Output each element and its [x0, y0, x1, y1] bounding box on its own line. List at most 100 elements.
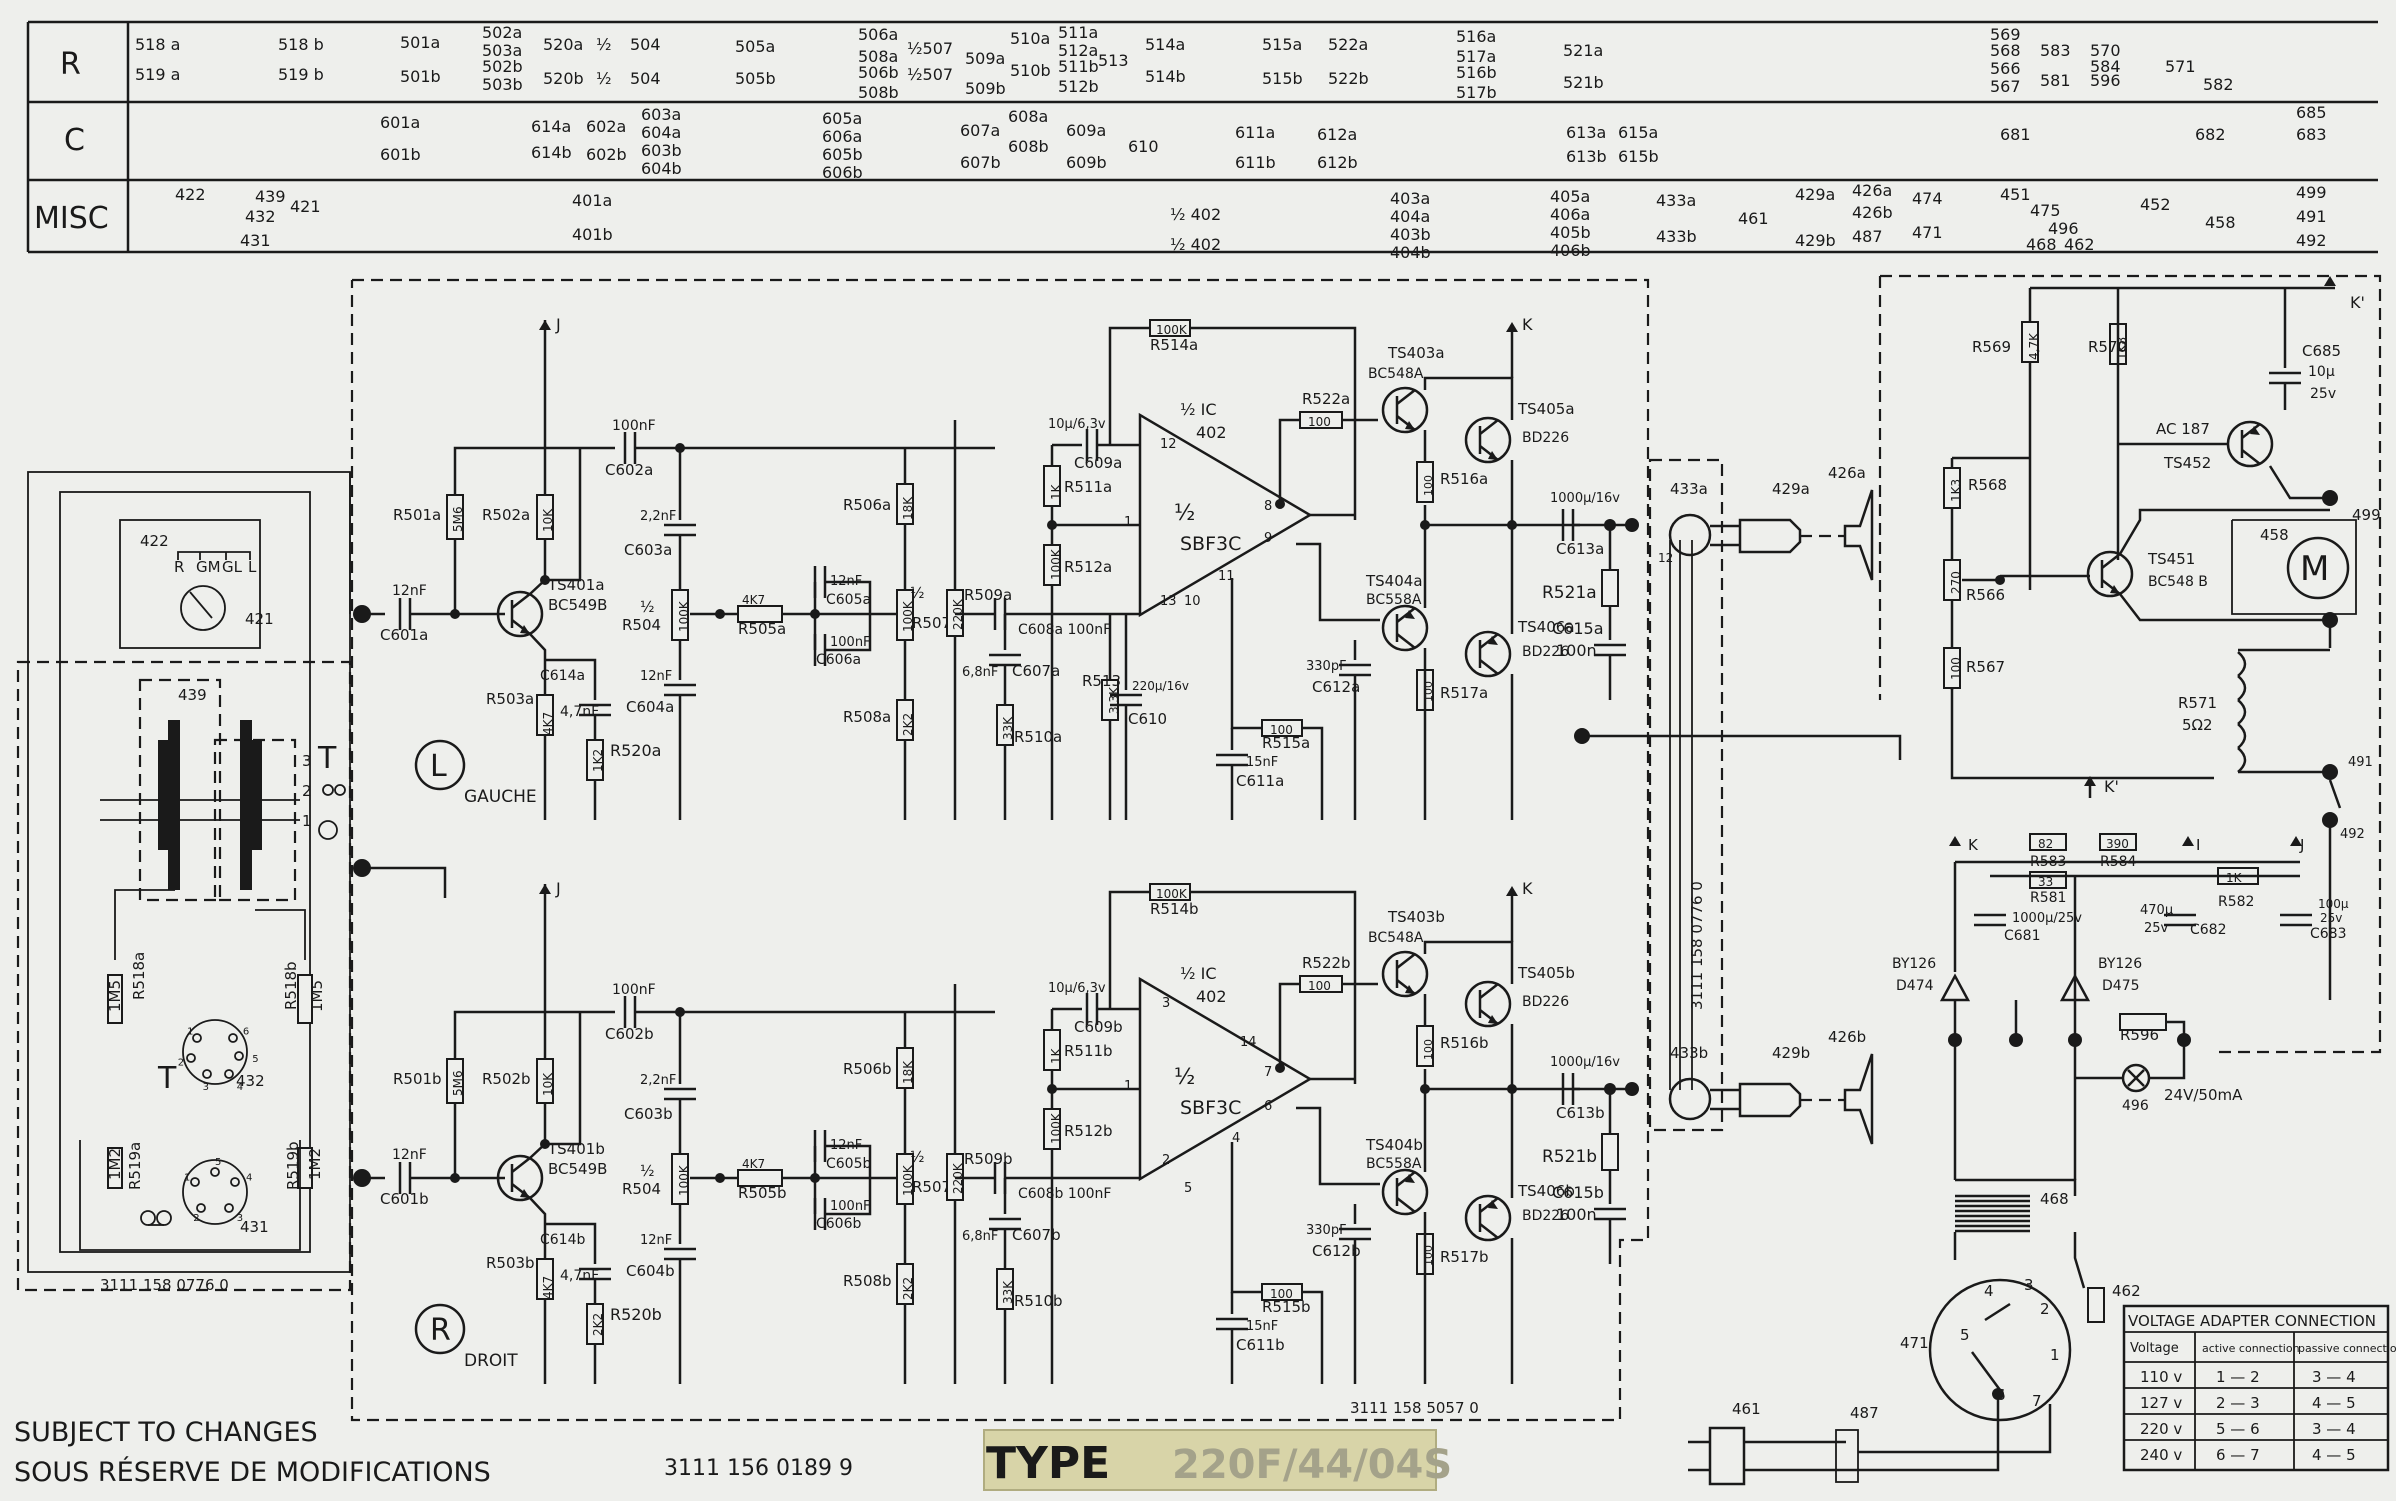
label: 390 — [2106, 837, 2129, 851]
label: 433b — [1670, 1044, 1708, 1062]
label: 3 — [237, 1213, 243, 1224]
din-pin — [210, 1167, 220, 1177]
part-ref-2: 426a — [1852, 181, 1892, 200]
part-ref-1: 613b — [1566, 147, 1607, 166]
speaker-426 — [1843, 1053, 1874, 1145]
label: C610 — [1128, 710, 1167, 728]
label: R510b — [1014, 1292, 1063, 1310]
part-ref-1: 610 — [1128, 137, 1159, 156]
type-label: TYPE — [986, 1438, 1110, 1489]
label: 220µ/16v — [1132, 679, 1189, 693]
channel-badge — [414, 1303, 466, 1355]
label: 4,7nF — [560, 1268, 599, 1284]
label: R514b — [1150, 900, 1199, 918]
label: 10µ — [2308, 364, 2335, 380]
label: GAUCHE — [464, 787, 537, 807]
label: R514a — [1150, 336, 1198, 354]
selector-tap: 1 — [2050, 1346, 2060, 1364]
wire — [1296, 1106, 1380, 1186]
din-pin — [230, 1177, 240, 1187]
wire — [1296, 542, 1380, 622]
label: 12nF — [640, 669, 672, 684]
resistor-r510 — [996, 704, 1014, 746]
label: K — [1522, 879, 1533, 898]
part-ref-0: 504 — [630, 69, 661, 88]
resistor-r511 — [1043, 1029, 1061, 1071]
label: C682 — [2190, 922, 2227, 938]
label: K' — [2350, 293, 2365, 312]
label: C602a — [605, 461, 653, 479]
label: R505a — [738, 620, 786, 638]
wire — [545, 1012, 582, 1146]
label: 25v — [2144, 921, 2169, 936]
part-ref-2: 429a — [1795, 185, 1835, 204]
resistor-r501 — [446, 494, 464, 540]
label: 2K2 — [901, 713, 915, 736]
part-ref-1: 685 — [2296, 103, 2327, 122]
label: R508a — [843, 708, 891, 726]
output-jack — [1668, 513, 1712, 557]
label: 5M6 — [451, 1070, 465, 1096]
part-ref-1: 681 — [2000, 125, 2031, 144]
selector-tap: 5 — [1960, 1326, 1970, 1344]
part-ref-2: 458 — [2205, 213, 2236, 232]
part-ref-0: 514a — [1145, 35, 1185, 54]
wire — [1423, 376, 1514, 420]
svg-text:R519a: R519a — [126, 1142, 144, 1190]
label: R517a — [1440, 684, 1488, 702]
vt-passive: 4 — 5 — [2312, 1394, 2356, 1412]
resistor-r583 — [2029, 833, 2067, 851]
part-ref-1: 609a — [1066, 121, 1106, 140]
label: 24V/50mA — [2164, 1086, 2243, 1104]
part-ref-0: 515a — [1262, 35, 1302, 54]
vt-active: 1 — 2 — [2216, 1368, 2260, 1386]
wire — [1108, 890, 1150, 1009]
part-ref-0: 583 — [2040, 41, 2071, 60]
label: 1K3 — [1949, 479, 1963, 502]
label: K — [1968, 836, 1979, 854]
label: 10µ/6,3v — [1048, 981, 1106, 996]
label: 100 — [1270, 1287, 1293, 1301]
label: TS451 — [2147, 550, 2195, 568]
label: DROIT — [464, 1351, 518, 1371]
wire — [1970, 1351, 2002, 1391]
label: C614a — [540, 668, 585, 684]
junction-dot — [1507, 1084, 1517, 1094]
label: M — [2300, 549, 2329, 589]
label: 5M6 — [451, 506, 465, 532]
part-ref-1: 608b — [1008, 137, 1049, 156]
label: C604a — [626, 698, 674, 716]
label: 100nF — [612, 418, 656, 434]
label: BY126 — [2098, 956, 2142, 972]
label: 2 — [1162, 1153, 1170, 1168]
label: R521a — [1542, 583, 1597, 603]
part-ref-0: 508a — [858, 47, 898, 66]
rail-arrow — [539, 884, 551, 894]
voltage-table-title: VOLTAGE ADAPTER CONNECTION — [2128, 1312, 2376, 1330]
svg-text:3: 3 — [302, 752, 312, 770]
amplifier-board-code: 3111 158 5057 0 — [1350, 1399, 1479, 1417]
label: SBF3C — [1180, 533, 1241, 555]
junction-dot — [715, 1173, 725, 1183]
part-ref-2: 439 — [255, 187, 286, 206]
wire — [825, 580, 872, 652]
label: ½ — [1174, 501, 1195, 526]
active-header: active connection — [2202, 1342, 2300, 1355]
rail-arrow — [1506, 886, 1518, 896]
part-ref-0: 569 — [1990, 25, 2021, 44]
label: R522a — [1302, 390, 1350, 408]
vt-active: 2 — 3 — [2216, 1394, 2260, 1412]
wire — [529, 1197, 547, 1384]
part-ref-0: 501a — [400, 33, 440, 52]
part-ref-0: 505b — [735, 69, 776, 88]
label: R512b — [1064, 1122, 1113, 1140]
part-ref-0: 509a — [965, 49, 1005, 68]
label: 5Ω2 — [2182, 716, 2213, 734]
din-pin — [190, 1177, 200, 1187]
svg-text:422: 422 — [140, 532, 169, 550]
svg-text:1M5: 1M5 — [308, 980, 326, 1012]
speaker-426 — [1843, 489, 1874, 581]
label: 6 — [243, 1026, 249, 1037]
wire — [2328, 779, 2342, 809]
label: R513 — [1082, 672, 1121, 690]
